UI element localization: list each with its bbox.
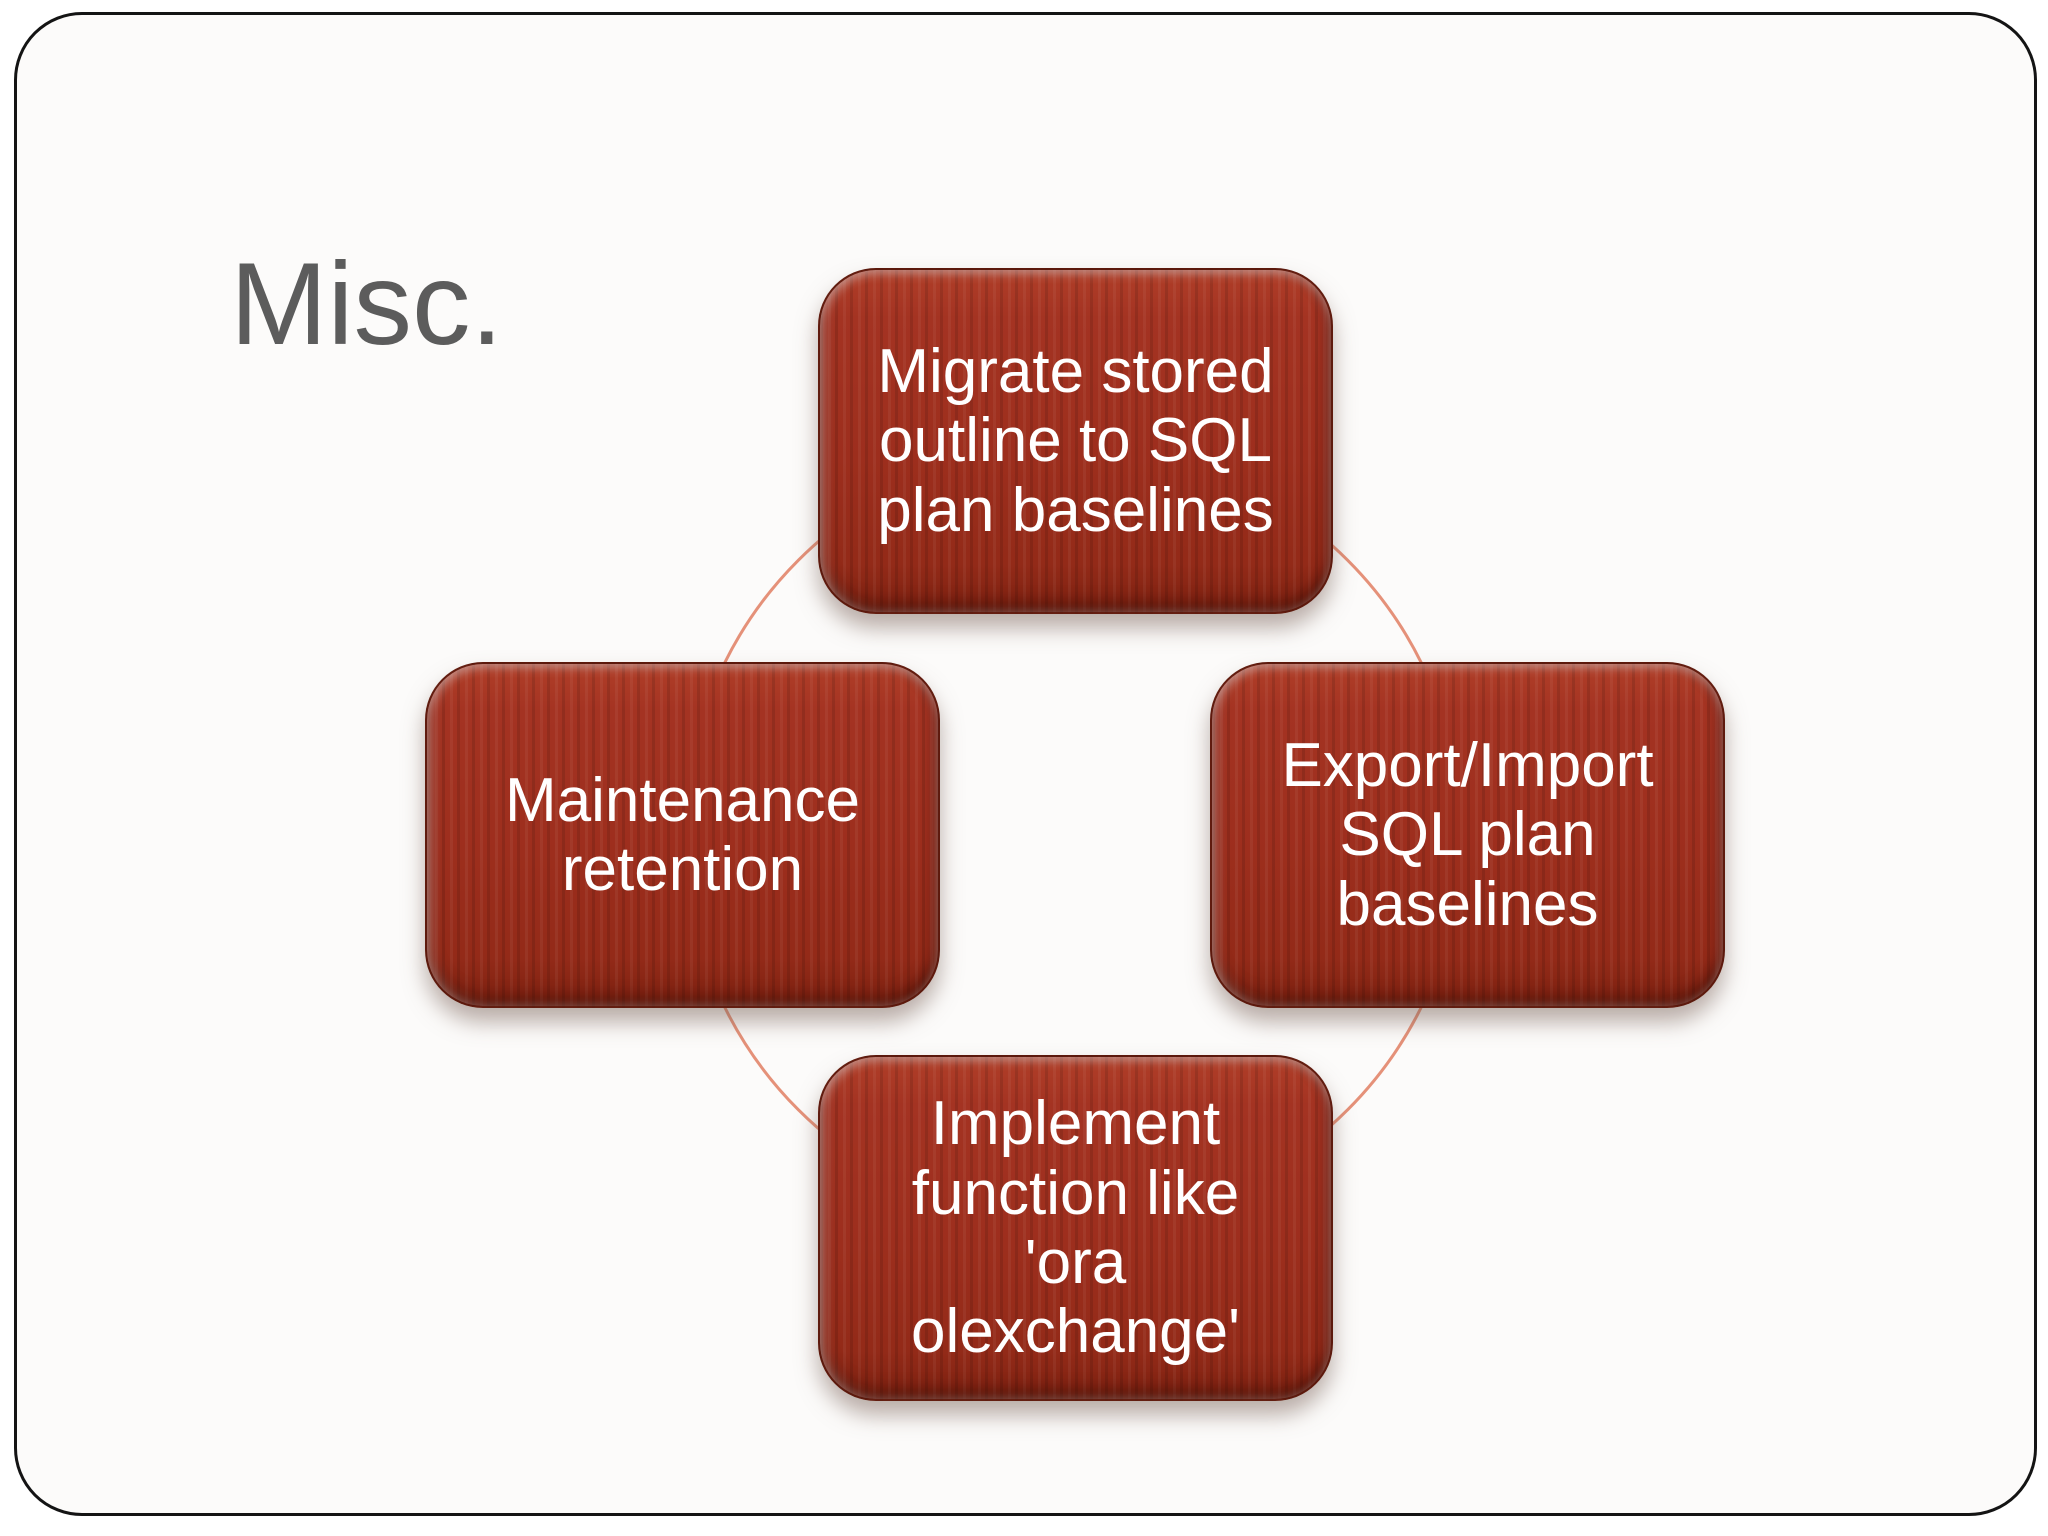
cycle-node-left-label: Maintenance retention	[504, 765, 861, 904]
cycle-node-left: Maintenance retention	[425, 662, 940, 1008]
cycle-node-bottom: Implement function like 'ora olexchange'	[818, 1055, 1333, 1401]
cycle-node-bottom-label: Implement function like 'ora olexchange'	[911, 1089, 1240, 1367]
cycle-node-right-label: Export/Import SQL plan baselines	[1281, 730, 1654, 939]
cycle-node-right: Export/Import SQL plan baselines	[1210, 662, 1725, 1008]
cycle-node-top: Migrate stored outline to SQL plan basel…	[818, 268, 1333, 614]
slide-title: Misc.	[230, 238, 503, 370]
cycle-node-top-label: Migrate stored outline to SQL plan basel…	[877, 336, 1274, 545]
